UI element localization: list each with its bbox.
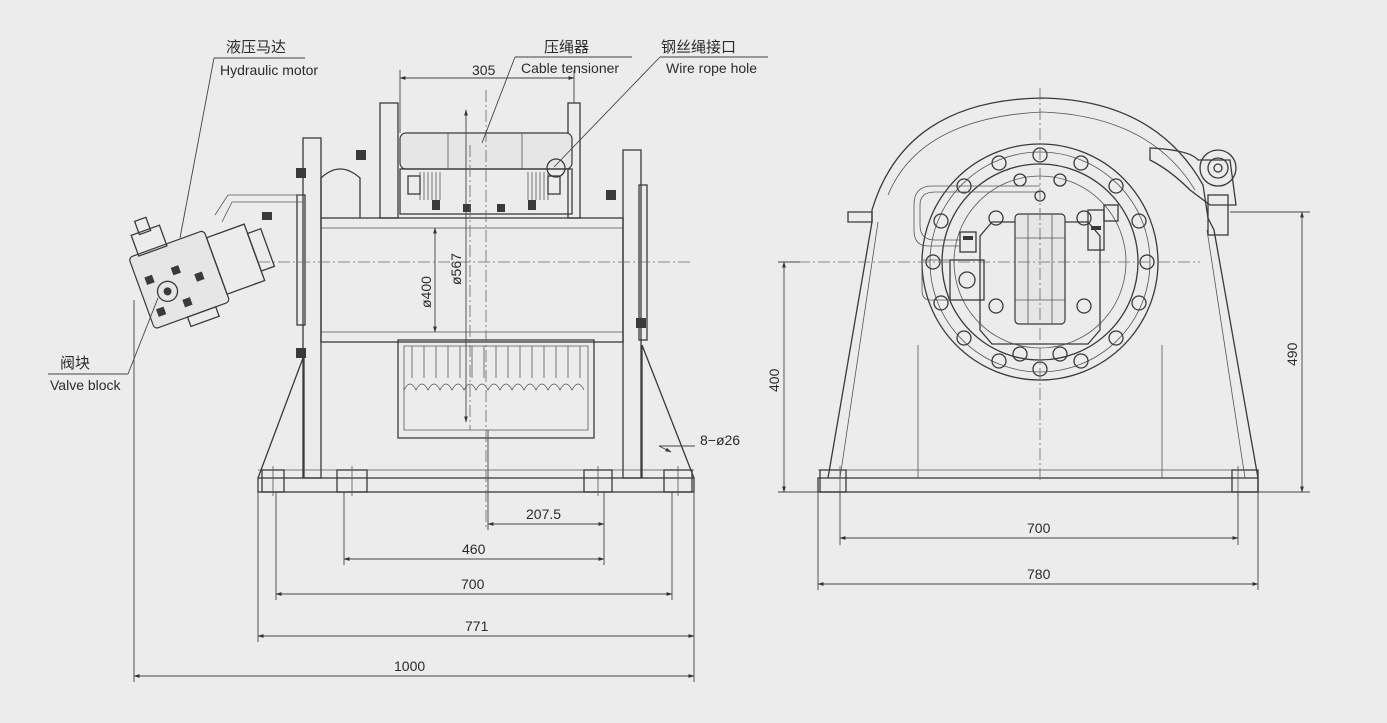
front-hydraulic-motor <box>129 216 276 329</box>
label-valve-block-en: Valve block <box>50 377 122 393</box>
front-base-supports <box>257 344 695 479</box>
dim-771: 771 <box>465 618 489 634</box>
front-right-side-plate <box>622 149 642 479</box>
front-labels: 液压马达 Hydraulic motor 压绳器 Cable tensioner… <box>48 38 768 393</box>
dim-490: 490 <box>1284 342 1300 366</box>
front-dimensions: 305 ø400 ø567 8−ø26 207.5 460 700 <box>133 62 740 682</box>
dim-1000: 1000 <box>394 658 425 674</box>
dim-207-5: 207.5 <box>526 506 561 522</box>
side-dimensions: 400 490 700 780 <box>766 211 1310 590</box>
dim-305: 305 <box>472 62 496 78</box>
label-cable-tensioner-cn: 压绳器 <box>544 38 589 56</box>
label-wire-rope-hole-en: Wire rope hole <box>666 60 757 76</box>
front-drum <box>320 217 624 343</box>
dim-700-side: 700 <box>1027 520 1051 536</box>
front-drum-window <box>397 339 595 439</box>
dim-700-front: 700 <box>461 576 485 592</box>
dim-holes: 8−ø26 <box>700 432 740 448</box>
label-wire-rope-hole-cn: 钢丝绳接口 <box>661 38 736 56</box>
side-view <box>778 88 1259 496</box>
label-hydraulic-motor-cn: 液压马达 <box>226 38 286 56</box>
side-wire-rope-hole <box>1199 149 1237 187</box>
side-base-plate <box>817 477 1259 493</box>
front-view <box>129 90 695 530</box>
dim-780: 780 <box>1027 566 1051 582</box>
side-housing <box>827 97 1259 479</box>
front-left-side-plate <box>302 137 322 479</box>
label-hydraulic-motor-en: Hydraulic motor <box>220 62 318 78</box>
label-cable-tensioner-en: Cable tensioner <box>521 60 619 76</box>
dim-460: 460 <box>462 541 486 557</box>
label-valve-block-cn: 阀块 <box>60 354 90 372</box>
front-base-plate <box>257 477 695 493</box>
dim-dia-400: ø400 <box>418 276 434 308</box>
dim-400-side: 400 <box>766 368 782 392</box>
dim-dia-567: ø567 <box>448 253 464 285</box>
